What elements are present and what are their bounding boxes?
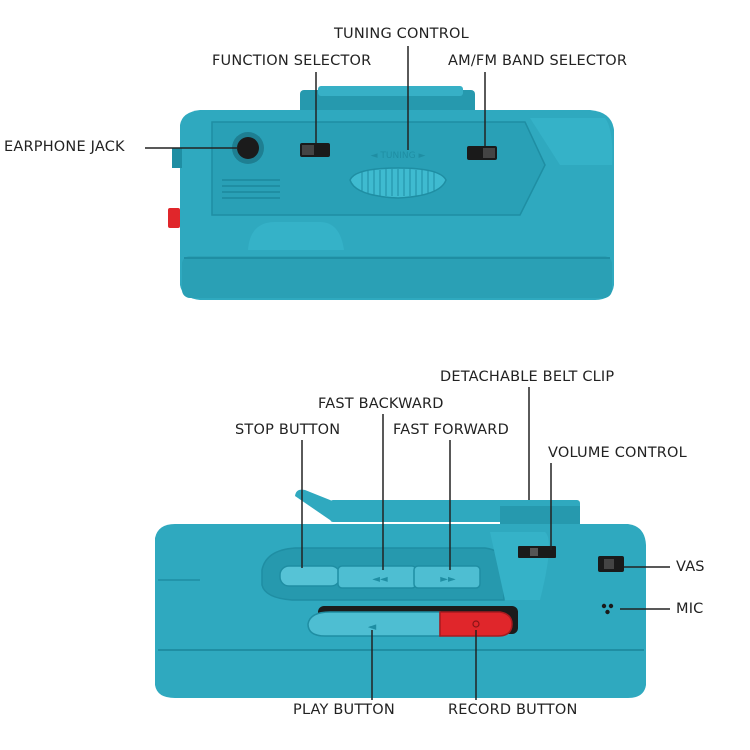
fast-forward-label: FAST FORWARD — [393, 422, 509, 438]
top-belt-clip — [300, 90, 475, 116]
fast-backward-label: FAST BACKWARD — [318, 396, 444, 412]
earphone-jack — [237, 137, 259, 159]
am-fm-band-selector-label: AM/FM BAND SELECTOR — [448, 53, 628, 69]
tuning-mark: ◄ TUNING ► — [371, 151, 426, 161]
function-selector-label: FUNCTION SELECTOR — [212, 53, 372, 69]
svg-text:◄◄: ◄◄ — [372, 574, 388, 585]
stop-button-label: STOP BUTTON — [235, 422, 341, 438]
record-button-label: RECORD BUTTON — [448, 702, 578, 718]
top-view-device: ◄ TUNING ► — [168, 86, 614, 300]
svg-text:►►: ►► — [440, 574, 456, 585]
mic-hole — [605, 609, 610, 615]
bottom-view-device: ◄◄ ►► ◄ — [155, 489, 646, 698]
earphone-jack-label: EARPHONE JACK — [4, 139, 125, 155]
mic-label: MIC — [676, 601, 704, 617]
tuning-control-label: TUNING CONTROL — [334, 26, 469, 42]
side-red-button — [168, 208, 180, 228]
svg-text:◄: ◄ — [368, 620, 377, 633]
mic-hole — [601, 603, 607, 609]
record-button — [439, 611, 513, 637]
mic-hole — [608, 603, 614, 609]
fast-forward-button — [413, 565, 481, 589]
stop-button — [279, 565, 341, 587]
leader-lines — [145, 46, 670, 700]
volume-control-label: VOLUME CONTROL — [548, 445, 687, 461]
detachable-belt-clip-label: DETACHABLE BELT CLIP — [440, 369, 615, 385]
vas-label: VAS — [676, 559, 705, 575]
play-button-label: PLAY BUTTON — [293, 702, 395, 718]
